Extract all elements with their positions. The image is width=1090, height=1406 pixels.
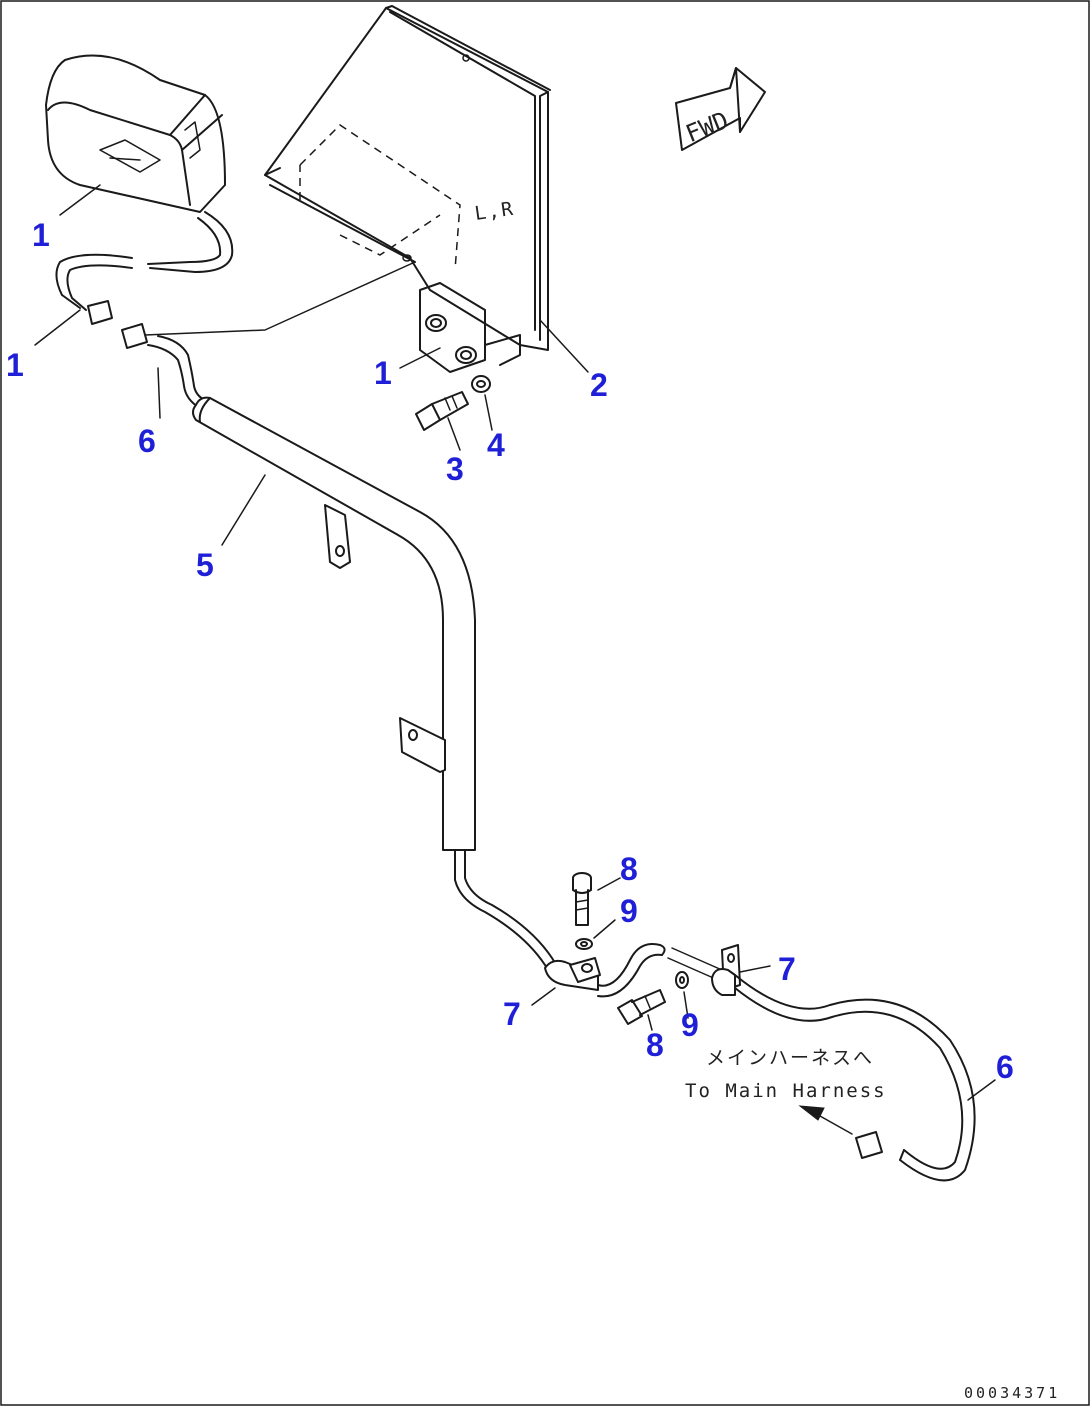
main-harness-wire [734,974,976,1182]
callout-4: 4 [487,427,505,463]
note-leader-arrow [798,1105,853,1135]
callout-7-right: 7 [778,951,796,987]
callout-2: 2 [590,367,608,403]
note-english: To Main Harness [685,1080,887,1102]
mounting-bracket: L,R [264,5,551,373]
callout-labels: 1 1 1 2 3 4 5 6 6 7 7 8 8 9 9 [6,217,1014,1085]
clamp-7-left [544,943,666,998]
harness-tube [147,335,559,976]
callout-9-upper: 9 [620,893,638,929]
bolt-8-upper [572,872,592,926]
callout-5: 5 [196,547,214,583]
callout-1-bracket: 1 [374,355,392,391]
callout-1-lamp: 1 [32,217,50,253]
callout-9-lower: 9 [681,1007,699,1043]
note-japanese: メインハーネスへ [706,1047,874,1069]
bolt-8-lower [617,989,666,1025]
washer-9-lower [675,971,689,989]
leader-lines [34,184,996,1101]
work-lamp [45,54,234,273]
callout-8-lower: 8 [646,1027,664,1063]
drawing-code: 00034371 [964,1384,1060,1402]
callout-3: 3 [446,451,464,487]
bolt-3 [415,391,469,431]
callout-1-connector: 1 [6,347,24,383]
clamp-7-right [667,944,741,996]
forward-direction-arrow: FWD [675,67,766,151]
callout-6-lower: 6 [996,1049,1014,1085]
washer-9-upper [575,938,593,950]
callout-8-upper: 8 [620,851,638,887]
lamp-harness [55,253,416,349]
callout-7-left: 7 [503,996,521,1032]
callout-6-upper: 6 [138,423,156,459]
washer-4 [471,375,491,393]
